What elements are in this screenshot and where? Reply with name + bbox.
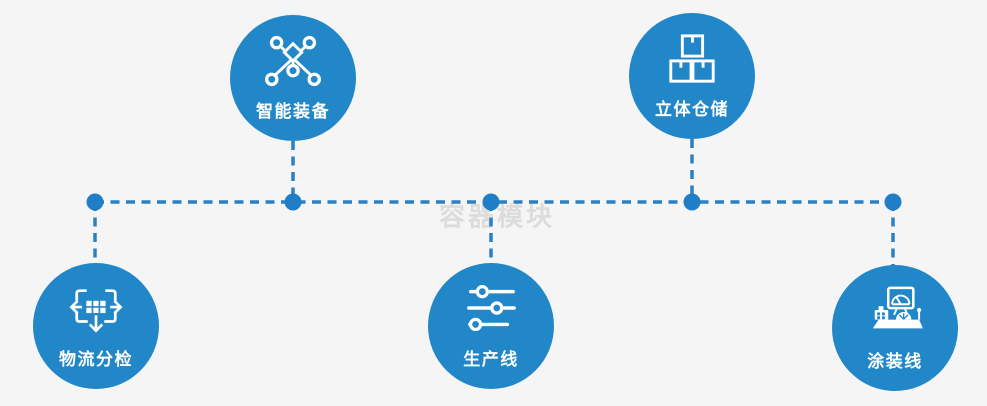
junction-dot — [482, 193, 500, 211]
junction-dot — [86, 193, 104, 211]
control-station-icon — [864, 284, 926, 338]
node-label: 智能装备 — [256, 102, 330, 121]
node-production-line: 生产线 — [428, 263, 554, 389]
node-label: 立体仓储 — [655, 100, 729, 119]
node-smart-equipment: 智能装备 — [230, 15, 356, 141]
node-warehouse: 立体仓储 — [629, 13, 755, 139]
stacked-boxes-icon — [663, 32, 721, 86]
node-label: 物流分检 — [59, 350, 133, 369]
sliders-icon — [462, 282, 520, 336]
molecule-network-icon — [264, 34, 322, 88]
node-painting-line: 涂装线 — [832, 265, 958, 391]
node-label: 生产线 — [463, 350, 519, 369]
junction-dot — [884, 193, 902, 211]
junction-dot — [284, 193, 302, 211]
node-logistics-sorting: 物流分检 — [33, 263, 159, 389]
move-sort-icon — [67, 282, 125, 336]
junction-dot — [683, 193, 701, 211]
node-label: 涂装线 — [867, 352, 923, 371]
